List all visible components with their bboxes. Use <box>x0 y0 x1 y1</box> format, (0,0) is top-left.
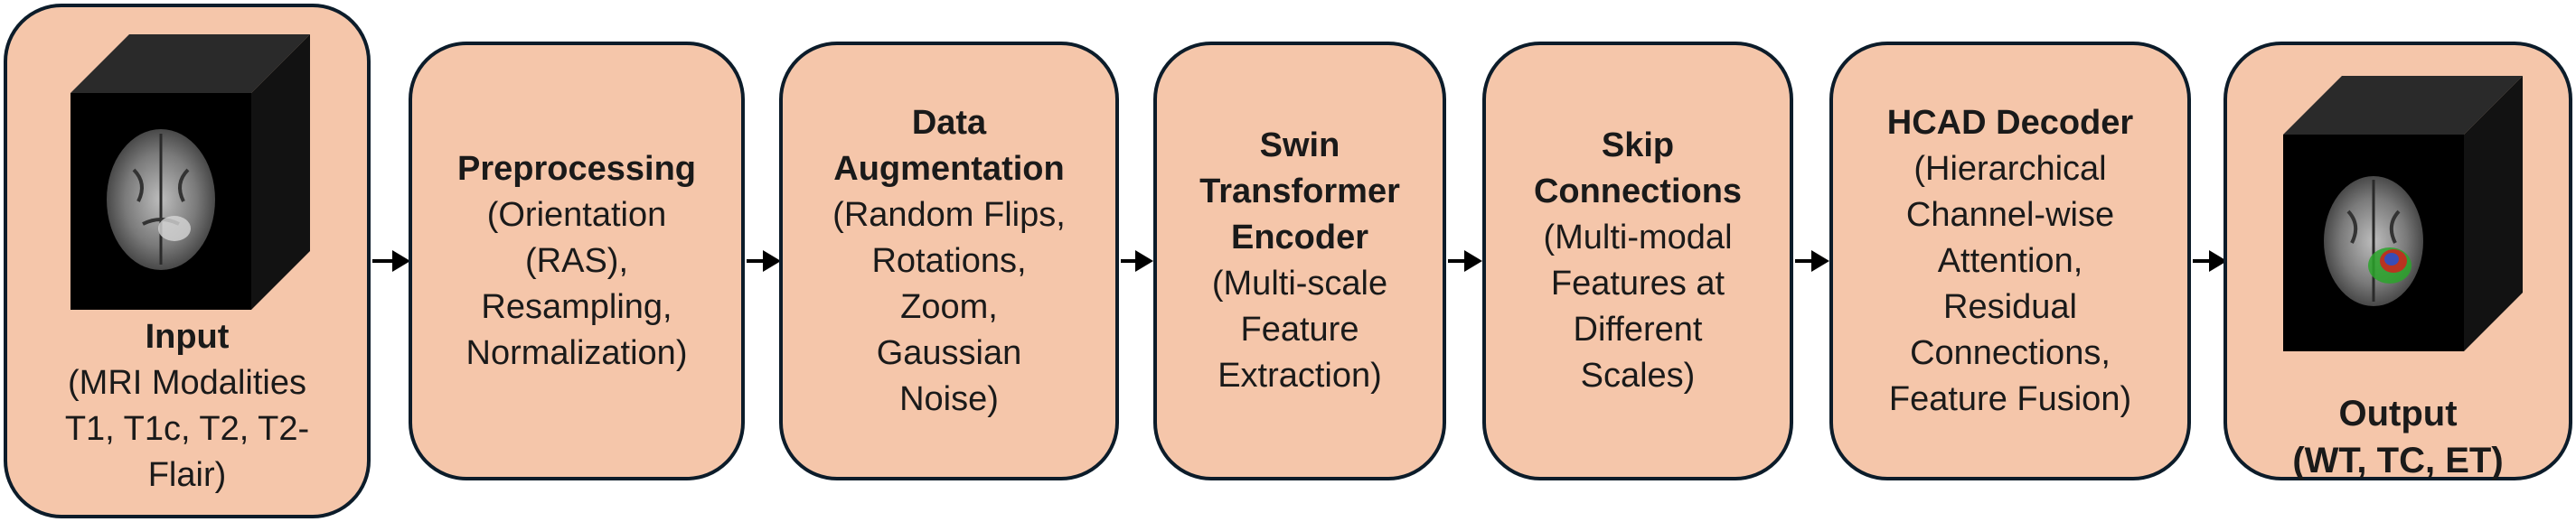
stage-swin-encoder: Swin Transformer Encoder (Multi-scale Fe… <box>1153 42 1446 480</box>
arrow-1 <box>372 250 410 272</box>
stage-preprocessing-description: (Orientation (RAS), Resampling, Normaliz… <box>465 195 688 372</box>
stage-preprocessing: Preprocessing (Orientation (RAS), Resamp… <box>409 42 745 480</box>
stage-skip-title: Skip Connections <box>1533 126 1743 210</box>
arrow-6 <box>2193 250 2227 272</box>
arrow-4 <box>1448 250 1482 272</box>
segmented-brain-cube-icon <box>2283 76 2523 351</box>
stage-preprocessing-title: Preprocessing <box>457 149 696 188</box>
stage-augmentation-title: Data Augmentation <box>833 103 1065 188</box>
arrow-5 <box>1795 250 1829 272</box>
brain-mri-cube-icon <box>71 34 310 310</box>
stage-encoder-title: Swin Transformer Encoder <box>1199 126 1400 256</box>
stage-input: Input (MRI Modalities T1, T1c, T2, T2- F… <box>4 4 371 518</box>
stage-encoder-description: (Multi-scale Feature Extraction) <box>1211 265 1388 395</box>
stage-skip-connections: Skip Connections (Multi-modal Features a… <box>1482 42 1793 480</box>
arrow-3 <box>1121 250 1153 272</box>
stage-skip-description: (Multi-modal Features at Different Scale… <box>1543 219 1733 395</box>
stage-decoder-description: (Hierarchical Channel-wise Attention, Re… <box>1888 149 2132 418</box>
stage-hcad-decoder: HCAD Decoder (Hierarchical Channel-wise … <box>1829 42 2191 480</box>
stage-output-title: Output (WT, TC, ET) <box>2292 394 2504 480</box>
arrow-2 <box>747 250 781 272</box>
stage-input-description: (MRI Modalities T1, T1c, T2, T2- Flair) <box>64 364 310 494</box>
stage-data-augmentation: Data Augmentation (Random Flips, Rotatio… <box>779 42 1119 480</box>
stage-output: Output (WT, TC, ET) <box>2223 42 2572 480</box>
stage-augmentation-description: (Random Flips, Rotations, Zoom, Gaussian… <box>832 195 1066 418</box>
stage-decoder-title: HCAD Decoder <box>1886 103 2134 142</box>
stage-input-title: Input <box>145 318 230 356</box>
